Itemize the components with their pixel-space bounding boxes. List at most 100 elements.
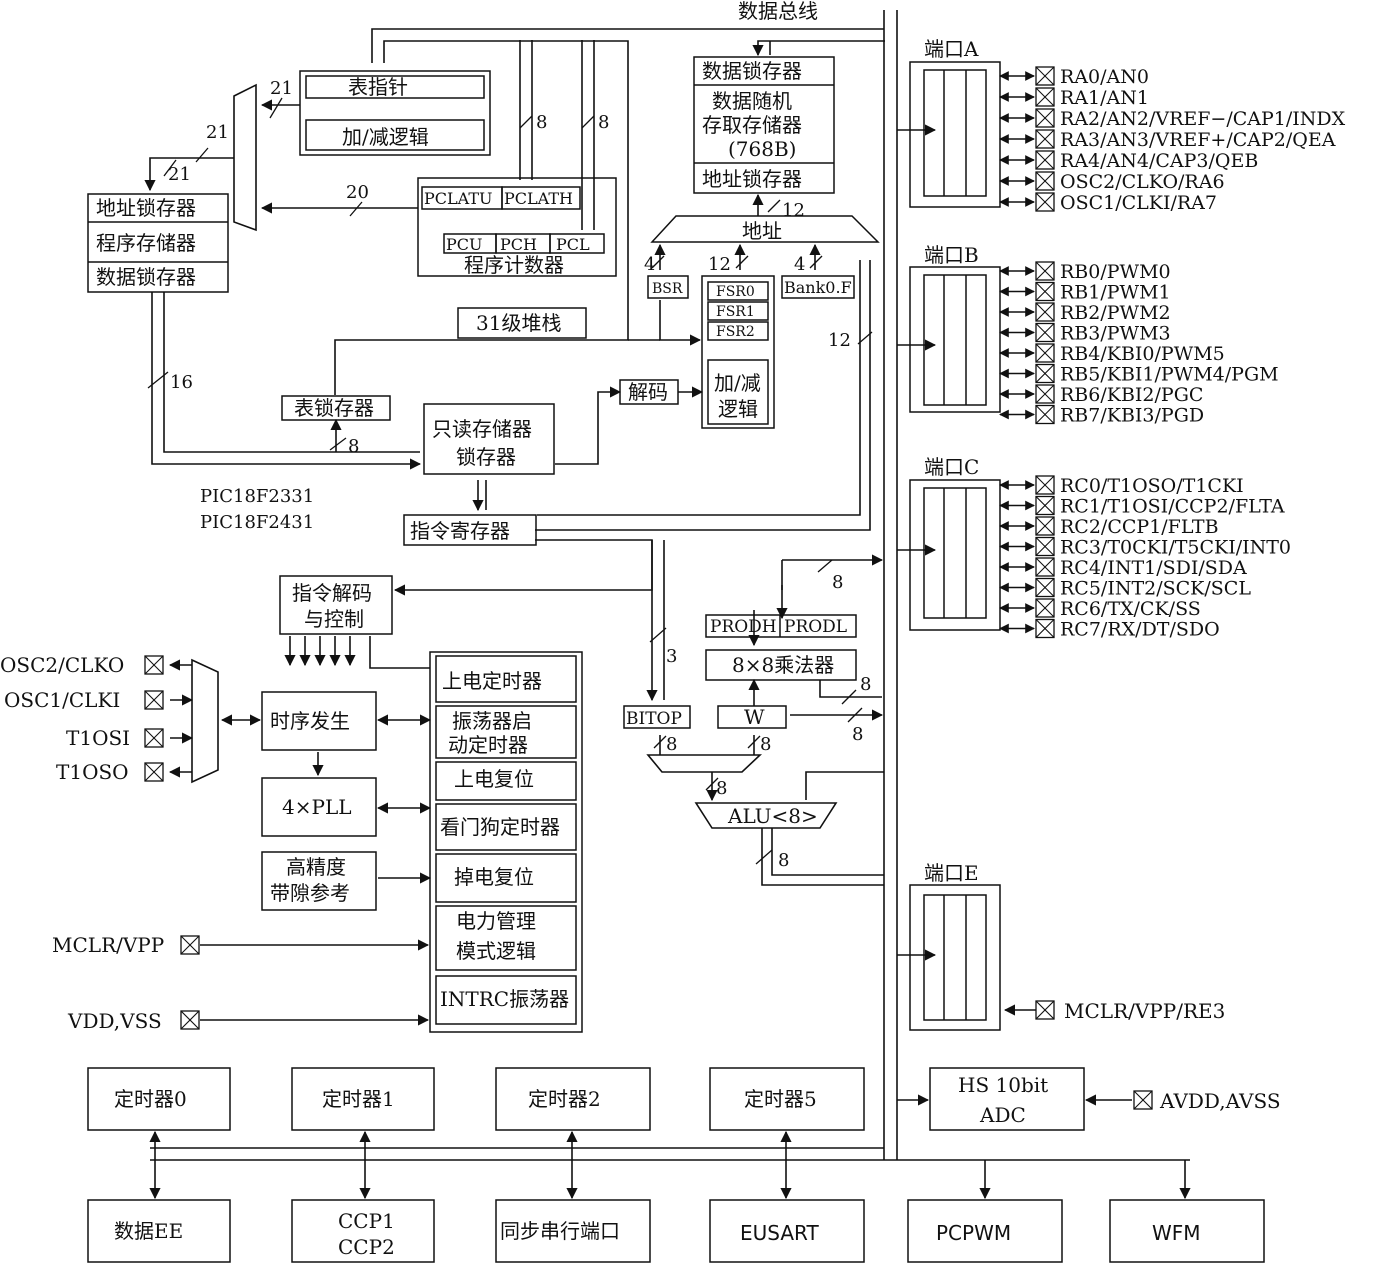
port-a-pin-label: OSC2/CLKO/RA6 xyxy=(1060,171,1225,193)
port-a-pin-icon xyxy=(1035,87,1055,107)
power-mgmt-line1: 电力管理 xyxy=(456,909,536,933)
width-21b: 21 xyxy=(206,122,229,143)
t1oso-pin-icon xyxy=(144,762,164,782)
table-latch: 表锁存器 xyxy=(294,396,374,420)
port-a-title: 端口A xyxy=(924,37,979,61)
width-20: 20 xyxy=(346,182,369,203)
power-mgmt-line2: 模式逻辑 xyxy=(456,939,536,963)
ost-line2: 动定时器 xyxy=(448,733,528,757)
port-b-pin-label: RB6/KBI2/PGC xyxy=(1060,384,1203,406)
port-c-pin-icon xyxy=(1035,475,1055,495)
instruction-register: 指令寄存器 xyxy=(410,519,510,543)
port-c-pin-icon xyxy=(1035,495,1055,516)
width-3: 3 xyxy=(666,646,677,667)
power-up-timer: 上电定时器 xyxy=(442,669,542,693)
rom-latch-line1: 只读存储器 xyxy=(432,417,532,441)
prodl-register: PRODL xyxy=(784,617,847,637)
ram-line2: 存取存储器 xyxy=(702,113,802,137)
port-a-pin-label: RA3/AN3/VREF+/CAP2/QEA xyxy=(1060,129,1336,151)
width-8d: 8 xyxy=(832,572,843,593)
prodh-register: PRODH xyxy=(710,617,777,637)
bandgap-line1: 高精度 xyxy=(286,855,346,879)
program-memory: 程序存储器 xyxy=(96,231,196,255)
port-b-pins: RB0/PWM0RB1/PWM1RB2/PWM2RB3/PWM3RB4/KBI0… xyxy=(999,261,1279,427)
ost-line1: 振荡器启 xyxy=(452,709,532,733)
port-c-pin-icon xyxy=(1035,577,1055,598)
timer1: 定时器1 xyxy=(322,1087,395,1111)
width-21c: 21 xyxy=(168,164,191,185)
port-a-pin-label: RA4/AN4/CAP3/QEB xyxy=(1060,150,1258,172)
port-b-pin-icon xyxy=(1035,404,1055,425)
brown-out-reset: 掉电复位 xyxy=(454,865,534,889)
port-b-pin-icon xyxy=(1035,302,1055,322)
width-8j: 8 xyxy=(778,850,789,871)
width-8f: 8 xyxy=(852,724,863,745)
chip-model-2: PIC18F2431 xyxy=(200,512,314,533)
decode-block: 解码 xyxy=(628,380,668,404)
ram-line3: (768B) xyxy=(728,137,796,161)
port-c-pin-icon xyxy=(1035,557,1055,577)
port-c-pin-label: RC4/INT1/SDI/SDA xyxy=(1060,557,1247,579)
pcl-register: PCL xyxy=(556,235,590,254)
port-b-pin-icon xyxy=(1035,384,1055,404)
port-b-pin-label: RB5/KBI1/PWM4/PGM xyxy=(1060,364,1279,386)
pch-register: PCH xyxy=(500,235,537,254)
pclath-register: PCLATH xyxy=(504,189,573,208)
prog-data-latch: 数据锁存器 xyxy=(96,265,196,289)
pll-block: 4×PLL xyxy=(282,795,352,819)
re3-pin-icon xyxy=(1035,1000,1055,1020)
width-12c: 12 xyxy=(828,330,851,351)
timer5: 定时器5 xyxy=(744,1087,817,1111)
adc-supply: AVDD,AVSS xyxy=(1159,1089,1281,1113)
osc1-pin-icon xyxy=(144,690,164,710)
multiplier: 8×8乘法器 xyxy=(732,653,834,677)
width-8g: 8 xyxy=(666,734,677,755)
bsr-register: BSR xyxy=(652,281,683,297)
prog-addr-latch: 地址锁存器 xyxy=(96,196,196,220)
port-b-pin-label: RB0/PWM0 xyxy=(1060,261,1171,283)
port-a-pin-icon xyxy=(1035,129,1055,149)
pclatu-register: PCLATU xyxy=(424,189,492,208)
sync-serial-port: 同步串行端口 xyxy=(500,1219,620,1243)
fsr-logic-line2: 逻辑 xyxy=(718,397,758,421)
port-a-pin-icon xyxy=(1035,66,1055,86)
port-a-pins: RA0/AN0RA1/AN1RA2/AN2/VREF−/CAP1/INDXRA3… xyxy=(999,66,1346,214)
vdd-pin-icon xyxy=(180,1010,200,1030)
program-counter: 程序计数器 xyxy=(464,253,564,277)
alu-block: ALU<8> xyxy=(727,804,818,828)
port-a-pin-label: OSC1/CLKI/RA7 xyxy=(1060,192,1217,214)
rom-latch-line2: 锁存器 xyxy=(456,445,516,469)
wfm: WFM xyxy=(1152,1221,1201,1245)
adc-line2: ADC xyxy=(979,1103,1026,1127)
ram-line1: 数据随机 xyxy=(712,89,792,113)
width-8h: 8 xyxy=(760,734,771,755)
port-b-title: 端口B xyxy=(924,243,979,267)
port-c-pin-label: RC3/T0CKI/T5CKI/INT0 xyxy=(1060,537,1291,559)
fsr0-register: FSR0 xyxy=(716,284,755,300)
width-16: 16 xyxy=(170,372,193,393)
t1osi-pin-icon xyxy=(144,728,164,748)
width-21a: 21 xyxy=(270,78,293,99)
port-a-pin-icon xyxy=(1035,192,1055,212)
data-bus-label: 数据总线 xyxy=(738,0,818,23)
decode-control-line2: 与控制 xyxy=(304,607,364,631)
timing-generator: 时序发生 xyxy=(270,709,350,733)
port-c-pins: RC0/T1OSO/T1CKIRC1/T1OSI/CCP2/FLTARC2/CC… xyxy=(999,475,1291,641)
osc2-label: OSC2/CLKO xyxy=(0,653,124,677)
pcu-register: PCU xyxy=(446,235,483,254)
data-eeprom: 数据EE xyxy=(114,1219,183,1243)
width-4b: 4 xyxy=(794,254,805,275)
table-pointer: 表指针 xyxy=(348,75,408,99)
width-8e: 8 xyxy=(860,674,871,695)
ram-data-latch: 数据锁存器 xyxy=(702,59,802,83)
port-c-title: 端口C xyxy=(924,455,979,479)
port-a-pin-icon xyxy=(1035,171,1055,191)
avdd-pin-icon xyxy=(1133,1090,1153,1110)
chip-model-1: PIC18F2331 xyxy=(200,486,314,507)
pcpwm: PCPWM xyxy=(936,1221,1011,1245)
adc-line1: HS 10bit xyxy=(958,1073,1048,1097)
port-b-pin-icon xyxy=(1035,363,1055,384)
port-b-pin-label: RB2/PWM2 xyxy=(1060,302,1171,324)
address-mux: 地址 xyxy=(742,219,782,243)
